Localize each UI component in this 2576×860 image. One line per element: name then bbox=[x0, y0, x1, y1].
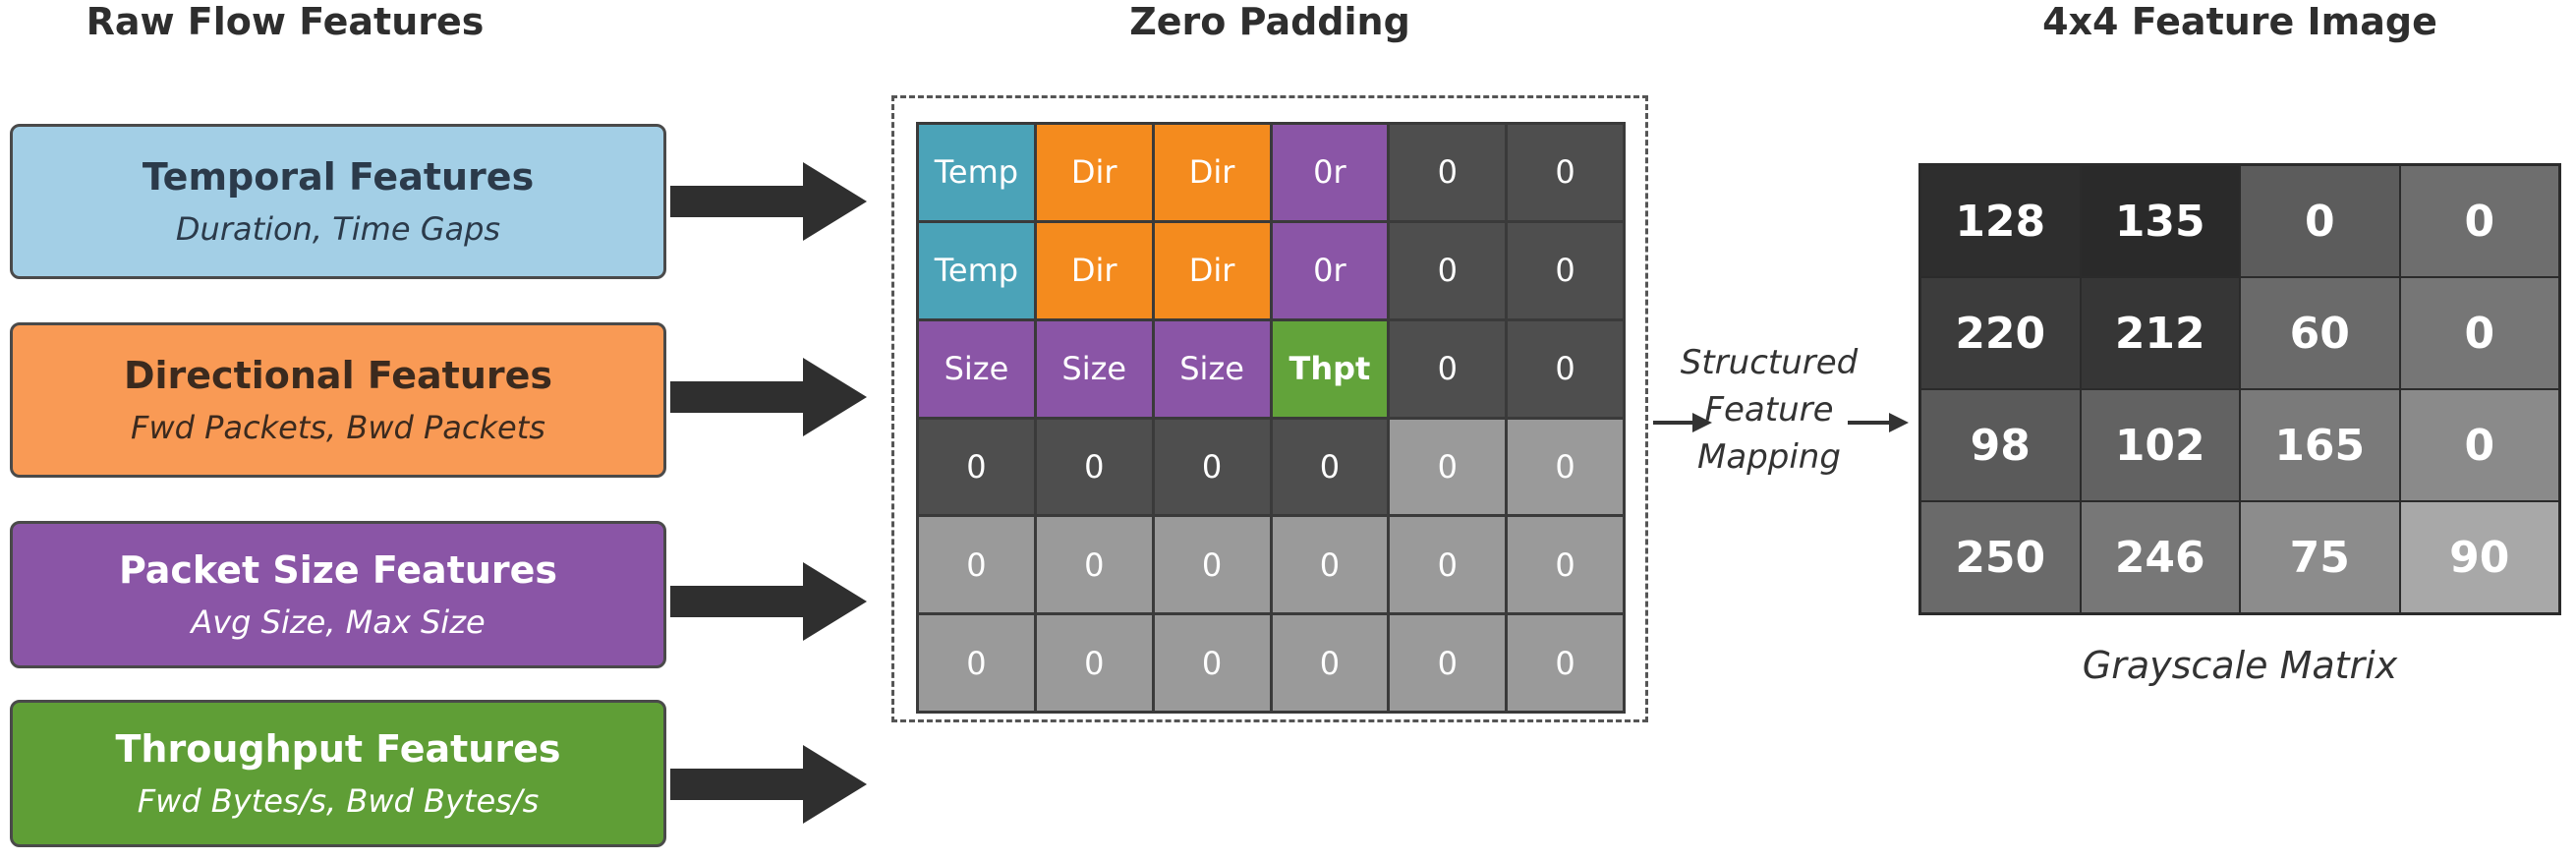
feature-image-cell: 135 bbox=[2081, 166, 2239, 276]
padding-cell: 0 bbox=[1272, 517, 1388, 613]
padding-cell: Thpt bbox=[1272, 320, 1388, 417]
feature-image-cell: 102 bbox=[2081, 390, 2239, 500]
feature-box-title: Directional Features bbox=[123, 354, 553, 397]
arrow-right-icon bbox=[670, 162, 867, 241]
structured-feature-mapping-label: Structured Feature Mapping bbox=[1671, 339, 1867, 481]
padding-cell: 0r bbox=[1272, 222, 1388, 318]
feature-image-cell: 98 bbox=[1921, 390, 2080, 500]
mapping-label-line: Feature bbox=[1704, 390, 1834, 430]
arrow-right-icon bbox=[670, 562, 867, 641]
padding-cell: 0 bbox=[1390, 517, 1506, 613]
padding-cell: 0 bbox=[1272, 615, 1388, 711]
zero-padding-heading: Zero Padding bbox=[1129, 0, 1410, 43]
feature-image-cell: 246 bbox=[2081, 502, 2239, 612]
feature-box-title: Packet Size Features bbox=[118, 548, 558, 592]
zero-padding-frame bbox=[891, 95, 1648, 722]
padding-cell: 0 bbox=[919, 517, 1034, 613]
padding-cell: 0 bbox=[919, 615, 1034, 711]
feature-image-cell: 0 bbox=[2400, 166, 2558, 276]
raw-features-heading: Raw Flow Features bbox=[86, 0, 485, 43]
padding-cell: Size bbox=[919, 320, 1034, 417]
padding-cell: 0 bbox=[1508, 419, 1623, 515]
padding-cell: 0 bbox=[1154, 517, 1270, 613]
padding-cell: Size bbox=[1154, 320, 1270, 417]
feature-image-cell: 165 bbox=[2241, 390, 2399, 500]
feature-image-cell: 220 bbox=[1921, 278, 2080, 388]
padding-cell: 0 bbox=[1508, 125, 1623, 220]
feature-image-cell: 75 bbox=[2241, 502, 2399, 612]
mapping-label-line: Structured bbox=[1680, 343, 1859, 382]
arrow-right-icon bbox=[1653, 413, 1712, 432]
feature-image-cell: 128 bbox=[1921, 166, 2080, 276]
padding-cell: 0 bbox=[1036, 615, 1152, 711]
feature-image-cell: 0 bbox=[2400, 278, 2558, 388]
feature-image-cell: 0 bbox=[2400, 390, 2558, 500]
padding-cell: Dir bbox=[1154, 222, 1270, 318]
padding-cell: 0r bbox=[1272, 125, 1388, 220]
feature-image-cell: 90 bbox=[2400, 502, 2558, 612]
padding-cell: 0 bbox=[1154, 419, 1270, 515]
padding-cell: 0 bbox=[1390, 125, 1506, 220]
padding-cell: 0 bbox=[919, 419, 1034, 515]
padding-cell: 0 bbox=[1508, 222, 1623, 318]
padding-cell: 0 bbox=[1508, 517, 1623, 613]
feature-image-cell: 60 bbox=[2241, 278, 2399, 388]
feature-image-cell: 0 bbox=[2241, 166, 2399, 276]
feature-image-cell: 250 bbox=[1921, 502, 2080, 612]
padding-cell: Temp bbox=[919, 125, 1034, 220]
padding-cell: 0 bbox=[1390, 320, 1506, 417]
feature-box-title: Throughput Features bbox=[115, 727, 561, 771]
grayscale-matrix-caption: Grayscale Matrix bbox=[2082, 644, 2398, 687]
padding-cell: 0 bbox=[1272, 419, 1388, 515]
padding-cell: 0 bbox=[1508, 320, 1623, 417]
feature-box-subtitle: Fwd Bytes/s, Bwd Bytes/s bbox=[137, 782, 540, 820]
padding-cell: 0 bbox=[1508, 615, 1623, 711]
padding-cell: 0 bbox=[1390, 222, 1506, 318]
padding-cell: 0 bbox=[1390, 419, 1506, 515]
feature-box-subtitle: Fwd Packets, Bwd Packets bbox=[131, 409, 545, 446]
feature-box-subtitle: Avg Size, Max Size bbox=[191, 603, 486, 641]
padding-cell: Temp bbox=[919, 222, 1034, 318]
padding-cell: Size bbox=[1036, 320, 1152, 417]
padding-cell: Dir bbox=[1036, 125, 1152, 220]
arrow-right-icon bbox=[1848, 413, 1909, 432]
feature-image-heading: 4x4 Feature Image bbox=[2042, 0, 2437, 43]
padding-cell: 0 bbox=[1036, 517, 1152, 613]
padding-cell: 0 bbox=[1390, 615, 1506, 711]
feature-box-subtitle: Duration, Time Gaps bbox=[175, 210, 501, 248]
mapping-label-line: Mapping bbox=[1697, 437, 1841, 477]
padding-cell: Dir bbox=[1154, 125, 1270, 220]
arrow-right-icon bbox=[670, 745, 867, 824]
padding-cell: Dir bbox=[1036, 222, 1152, 318]
arrow-right-icon bbox=[670, 358, 867, 436]
padding-cell: 0 bbox=[1154, 615, 1270, 711]
feature-image-cell: 212 bbox=[2081, 278, 2239, 388]
feature-box-title: Temporal Features bbox=[142, 155, 535, 199]
padding-cell: 0 bbox=[1036, 419, 1152, 515]
